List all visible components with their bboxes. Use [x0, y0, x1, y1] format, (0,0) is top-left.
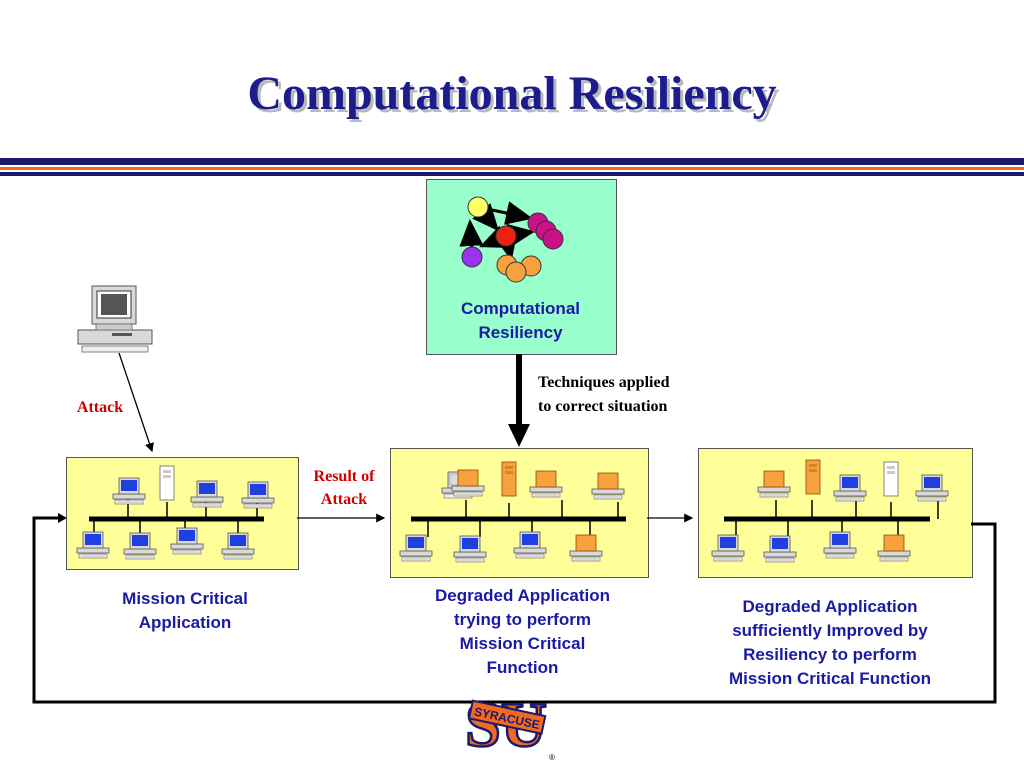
resiliency-graph-icon: [459, 196, 564, 283]
techniques-label: Techniques applied to correct situation: [538, 371, 718, 419]
caption-improved-line1: Degraded Application: [742, 597, 918, 616]
techniques-label-line2: to correct situation: [538, 398, 668, 415]
result-of-attack-line2: Attack: [320, 491, 368, 508]
logo-registered-mark: ®: [549, 753, 555, 762]
caption-mission-critical-line2: Application: [138, 613, 232, 632]
header-rule-navy: [0, 158, 1024, 165]
slide-title: Computational Resiliency: [247, 67, 777, 120]
network-diagram-degraded: [399, 461, 626, 563]
syracuse-logo: SU SYRACUSE ®: [464, 688, 555, 762]
attack-arrow: [118, 352, 154, 453]
caption-degraded-line1: Degraded Application: [434, 586, 611, 605]
caption-improved-line3: Resiliency to perform: [743, 645, 917, 664]
header-rule-orange: [0, 167, 1024, 170]
techniques-arrowhead: [508, 424, 530, 447]
caption-degraded-line2: trying to perform: [454, 610, 591, 629]
resiliency-box-label: Computational Resiliency: [426, 297, 615, 345]
result-of-attack-label: Result of Attack: [300, 465, 388, 511]
caption-degraded-line3: Mission Critical: [459, 634, 586, 653]
caption-degraded-line4: Function: [486, 658, 559, 677]
attacker-computer-icon: [77, 285, 153, 353]
attack-label: Attack: [76, 399, 124, 416]
caption-mission-critical: Mission Critical Application: [80, 587, 290, 635]
caption-improved-line2: sufficiently Improved by: [732, 621, 928, 640]
resiliency-box-label-line1: Computational Resiliency: [461, 299, 580, 342]
result-of-attack-line1: Result of: [313, 468, 375, 485]
header-rule-navy-thin: [0, 172, 1024, 176]
feedback-loop-line: [32, 516, 997, 704]
network-diagram-mission-critical: [76, 465, 275, 560]
caption-improved: Degraded Application sufficiently Improv…: [700, 595, 960, 691]
network-diagram-improved: [711, 459, 949, 563]
techniques-label-line1: Techniques applied: [538, 374, 670, 391]
caption-degraded: Degraded Application trying to perform M…: [400, 584, 645, 680]
caption-mission-critical-line1: Mission Critical: [122, 589, 248, 608]
caption-improved-line4: Mission Critical Function: [728, 669, 932, 688]
